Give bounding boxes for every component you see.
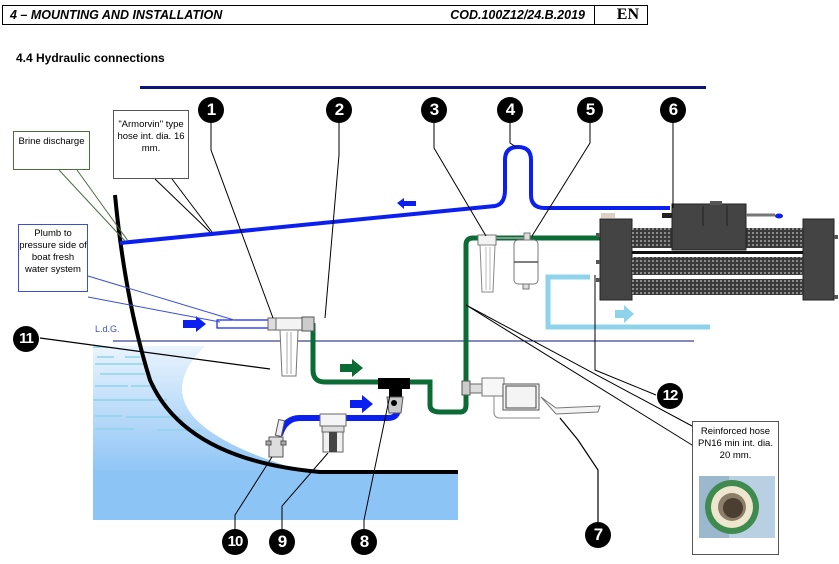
document-code: COD.100Z12/24.B.2019 bbox=[450, 8, 585, 22]
brine-hose bbox=[119, 144, 670, 245]
marker-2: 2 bbox=[326, 97, 352, 123]
marker-3: 3 bbox=[421, 97, 447, 123]
product-water-line bbox=[545, 274, 710, 330]
armorvin-hose-callout: "Armorvin" type hose int. dia. 16 mm. bbox=[113, 110, 189, 179]
marker-11: 11 bbox=[13, 326, 39, 352]
marker-12: 12 bbox=[657, 383, 683, 409]
prefilter-component bbox=[267, 316, 315, 377]
marker-5: 5 bbox=[577, 97, 603, 123]
armorvin-callout-leaders bbox=[154, 178, 213, 233]
chapter-title: 4 – MOUNTING AND INSTALLATION bbox=[10, 8, 223, 22]
booster-pump-component bbox=[461, 377, 601, 419]
waterline-label: L.d.G. bbox=[95, 324, 120, 334]
marker-6: 6 bbox=[660, 97, 686, 123]
page-header: 4 – MOUNTING AND INSTALLATION COD.100Z12… bbox=[2, 5, 648, 25]
sea-strainer-component bbox=[319, 413, 347, 453]
water-ripples bbox=[93, 346, 200, 431]
reinforced-hose-text: Reinforced hose PN16 min int. dia. 20 mm… bbox=[698, 426, 773, 461]
marker-7: 7 bbox=[585, 522, 611, 548]
marker-8: 8 bbox=[351, 529, 377, 555]
sea-deep bbox=[93, 470, 458, 520]
header-divider bbox=[594, 6, 595, 24]
filter-5-component bbox=[513, 232, 539, 290]
language-badge: EN bbox=[616, 6, 639, 23]
reinforced-hose-photo bbox=[699, 476, 775, 538]
watermaker-unit bbox=[596, 201, 838, 301]
right-arrow-icon bbox=[615, 305, 634, 323]
hull-outline bbox=[113, 194, 458, 474]
leader-lines bbox=[39, 118, 693, 536]
brine-callout-leaders bbox=[58, 169, 129, 242]
feed-hose bbox=[310, 235, 600, 415]
t-fitting-component bbox=[378, 378, 410, 414]
marker-4: 4 bbox=[497, 97, 523, 123]
marker-10: 10 bbox=[222, 529, 248, 555]
seacock-component bbox=[265, 418, 287, 458]
fresh-water-pipe bbox=[216, 319, 272, 329]
right-arrow-icon bbox=[340, 359, 363, 377]
brine-discharge-callout: Brine discharge bbox=[13, 131, 90, 170]
left-arrow-icon bbox=[397, 198, 416, 209]
filter-3-component bbox=[477, 234, 530, 293]
plumb-callout-leaders bbox=[87, 275, 235, 323]
marker-9: 9 bbox=[269, 529, 295, 555]
top-rule bbox=[140, 86, 706, 89]
marker-1: 1 bbox=[198, 97, 224, 123]
section-title: 4.4 Hydraulic connections bbox=[16, 51, 165, 65]
right-arrow-icon bbox=[350, 395, 373, 413]
right-arrow-icon bbox=[183, 316, 206, 332]
plumb-callout: Plumb to pressure side of boat fresh wat… bbox=[18, 224, 88, 292]
